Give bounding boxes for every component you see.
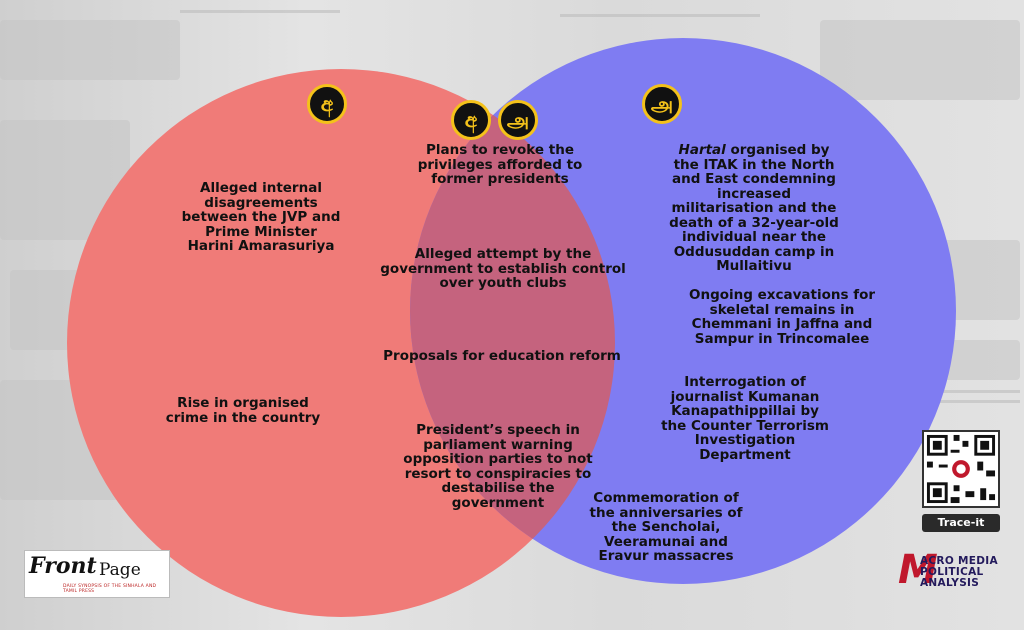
frontpage-logo-word1: Front bbox=[29, 553, 97, 579]
center-item-2: Alleged attempt by the government to est… bbox=[380, 246, 626, 291]
frontpage-logo: Front Page DAILY SYNOPSIS OF THE SINHALA… bbox=[24, 550, 170, 598]
macro-media-logo: M ACRO MEDIA POLITICAL ANALYSIS bbox=[898, 548, 1004, 604]
frontpage-logo-tagline: DAILY SYNOPSIS OF THE SINHALA AND TAMIL … bbox=[63, 584, 157, 594]
right-item-1: Hartal organised by the ITAK in the Nort… bbox=[664, 143, 844, 274]
right-item-2: Ongoing excavations for skeletal remains… bbox=[688, 287, 876, 347]
tamil-badge-center: அ bbox=[498, 100, 538, 140]
tamil-badge-right: அ bbox=[642, 84, 682, 124]
qr-code-icon bbox=[922, 430, 1000, 508]
sinhala-badge-left: අ bbox=[307, 84, 347, 124]
center-item-1: Plans to revoke the privileges afforded … bbox=[417, 142, 583, 187]
macro-media-logo-line2: POLITICAL bbox=[920, 566, 984, 578]
right-item-1-rest: organised by the ITAK in the North and E… bbox=[669, 142, 839, 274]
trace-it-label: Trace-it bbox=[922, 514, 1000, 532]
hartal-italic: Hartal bbox=[678, 142, 726, 158]
qr-code-block[interactable]: Trace-it bbox=[922, 430, 1000, 532]
center-item-3: Proposals for education reform bbox=[383, 348, 621, 364]
macro-media-logo-line3: ANALYSIS bbox=[920, 577, 980, 589]
macro-media-logo-line1: ACRO MEDIA bbox=[920, 555, 998, 567]
sinhala-badge-center: අ bbox=[451, 100, 491, 140]
left-item-2: Rise in organised crime in the country bbox=[165, 395, 321, 426]
center-item-4: President’s speech in parliament warning… bbox=[403, 422, 593, 511]
overlap-region bbox=[410, 69, 615, 584]
right-item-3: Interrogation of journalist Kumanan Kana… bbox=[661, 374, 829, 463]
left-item-1: Alleged internal disagreements between t… bbox=[181, 180, 341, 254]
macro-media-logo-mark: M bbox=[898, 547, 938, 593]
right-item-4: Commemoration of the anniversaries of th… bbox=[589, 490, 743, 564]
frontpage-logo-word2: Page bbox=[99, 560, 141, 580]
